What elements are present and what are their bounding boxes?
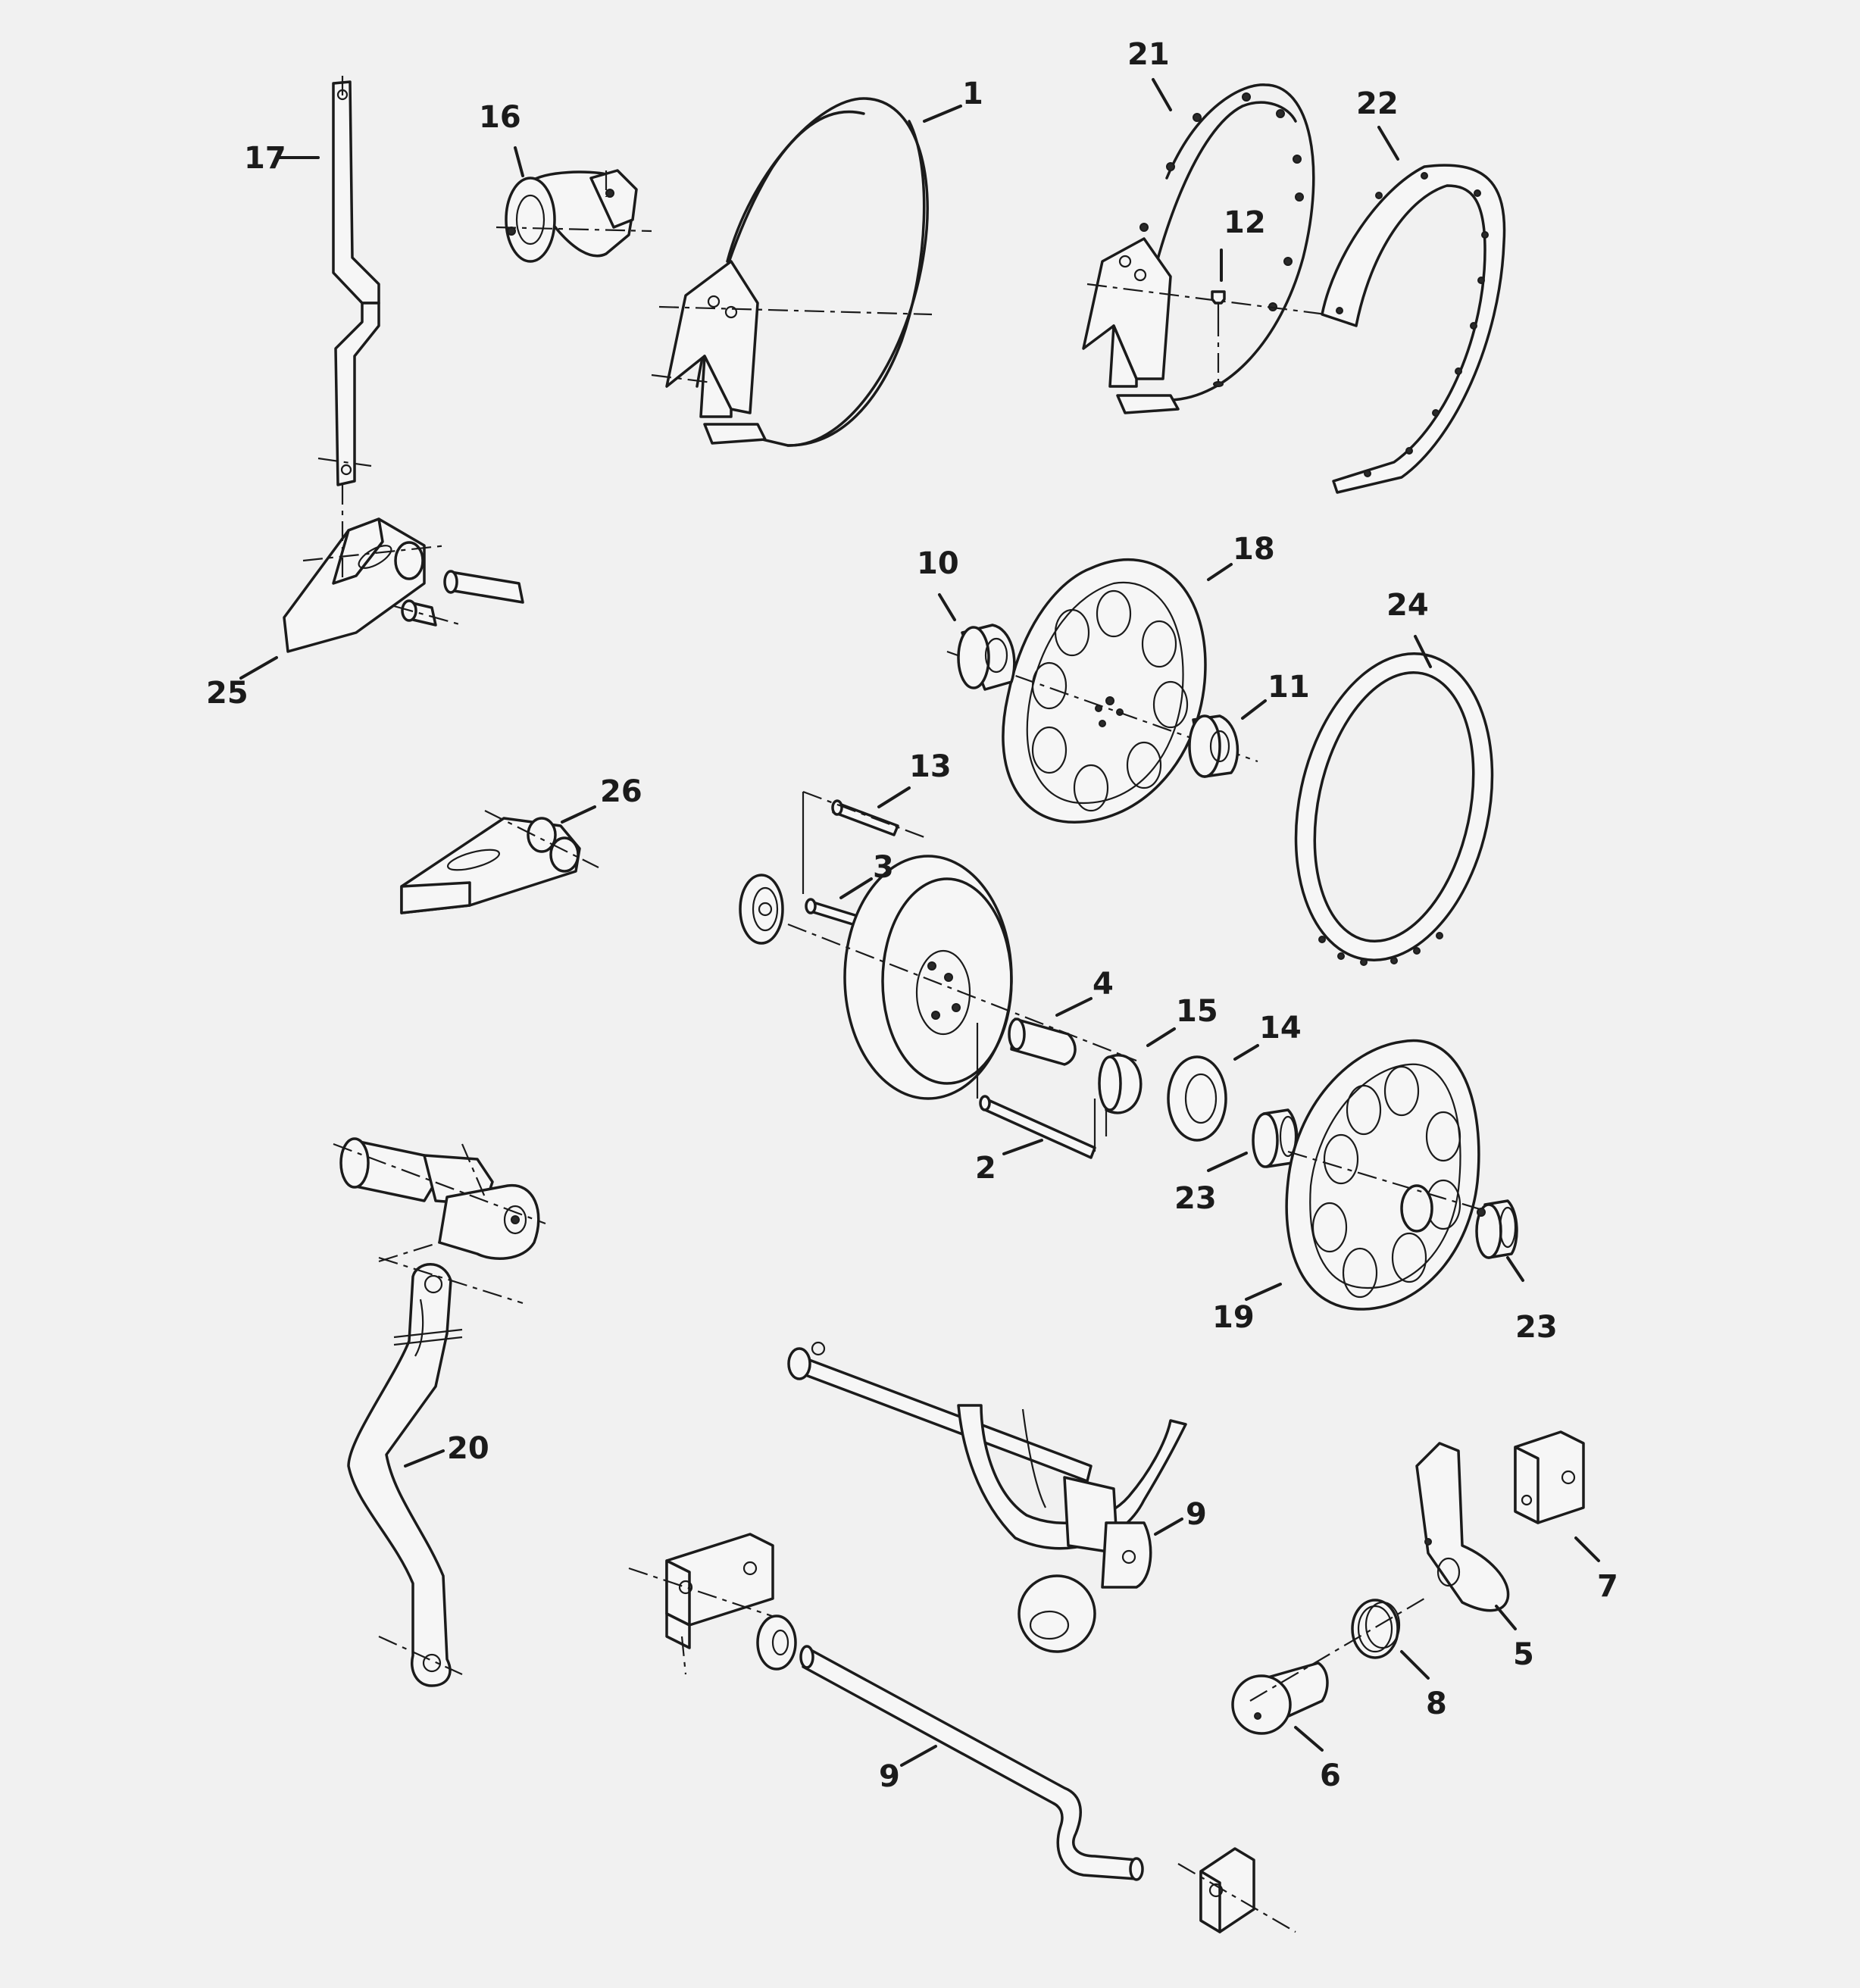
part-14-washer	[1167, 1055, 1227, 1142]
rivet-holes-band-21	[1139, 92, 1304, 311]
callout-19: 19	[1212, 1300, 1255, 1335]
part-23-bushing-upper	[1252, 1108, 1299, 1168]
callout-22: 22	[1356, 86, 1399, 121]
disc-19-holes	[1311, 1065, 1461, 1299]
part-7-block	[1514, 1430, 1585, 1524]
part-21-lined-brake-band	[1082, 83, 1357, 414]
part-20-lever-arm	[347, 1256, 524, 1687]
callout-17: 17	[244, 141, 286, 176]
part-23-bushing-lower	[1475, 1199, 1518, 1259]
callout-10: 10	[917, 546, 959, 581]
washer-lower-left	[756, 1614, 797, 1671]
part-9-shift-shaft	[799, 1645, 1144, 1881]
callout-labels: 1 2 3 4 5 6 7 8 9 9 10 11 12 13 14 15 16…	[206, 37, 1618, 1794]
part-22-brake-lining	[1321, 164, 1506, 494]
callout-23b: 23	[1515, 1310, 1558, 1345]
callout-8: 8	[1426, 1686, 1447, 1721]
callout-24: 24	[1386, 588, 1429, 623]
callout-15: 15	[1176, 994, 1218, 1029]
part-3-pin	[805, 898, 861, 927]
part-5-cam-lever	[1415, 1442, 1510, 1612]
part-11-hub	[1188, 714, 1239, 778]
rivet-holes-lining-22	[1336, 172, 1489, 477]
callout-2: 2	[975, 1151, 996, 1186]
part-12-rivet	[1211, 290, 1226, 387]
callout-6: 6	[1320, 1758, 1341, 1793]
callout-25: 25	[206, 676, 249, 711]
callout-9a: 9	[1186, 1497, 1207, 1532]
part-4-sleeve	[1008, 1017, 1077, 1066]
disc-18-holes	[1031, 589, 1189, 812]
callout-23a: 23	[1174, 1181, 1217, 1216]
callout-13: 13	[909, 749, 952, 784]
callout-11: 11	[1268, 670, 1310, 705]
part-17-link-rod	[317, 76, 380, 486]
callout-3: 3	[873, 850, 894, 885]
callout-7: 7	[1597, 1569, 1618, 1604]
part-16-clamp-collar	[495, 169, 652, 263]
clutch-drum	[787, 855, 1137, 1100]
leader-lines	[239, 78, 1600, 1767]
part-26-clevis-block	[400, 810, 599, 914]
callout-14: 14	[1259, 1011, 1302, 1046]
clevis-pin-short	[393, 599, 463, 627]
callout-16: 16	[479, 100, 521, 135]
callout-4: 4	[1093, 967, 1114, 1002]
part-25-clevis-yoke	[283, 485, 524, 653]
part-1-brake-band	[651, 97, 933, 447]
part-8-spring	[1351, 1599, 1401, 1659]
callout-12: 12	[1224, 205, 1266, 240]
callout-5: 5	[1513, 1637, 1534, 1672]
callout-26: 26	[600, 774, 642, 809]
part-9-shift-fork-assembly	[787, 1341, 1187, 1653]
part-19-clutch-disc	[1285, 1039, 1516, 1311]
bearing-left	[739, 792, 805, 945]
part-24-friction-ring	[1294, 652, 1494, 966]
clevis-pin-long	[443, 570, 524, 604]
callout-1: 1	[962, 77, 983, 111]
callout-20: 20	[447, 1431, 489, 1466]
block-bottom	[1177, 1847, 1296, 1933]
callout-21: 21	[1127, 37, 1170, 72]
part-2-bolt	[979, 1095, 1096, 1159]
yoke-block-lower-left	[628, 1533, 789, 1675]
callout-9b: 9	[879, 1759, 900, 1794]
part-13-pin	[802, 790, 925, 839]
part-18-clutch-disc	[946, 558, 1258, 824]
callout-18: 18	[1233, 532, 1275, 567]
part-15-snap-ring	[1098, 1054, 1143, 1136]
camshaft-assembly	[333, 1137, 546, 1263]
part-6-plunger	[1231, 1598, 1425, 1735]
ring-24-holes	[1318, 932, 1443, 966]
part-10-hub	[957, 624, 1016, 691]
